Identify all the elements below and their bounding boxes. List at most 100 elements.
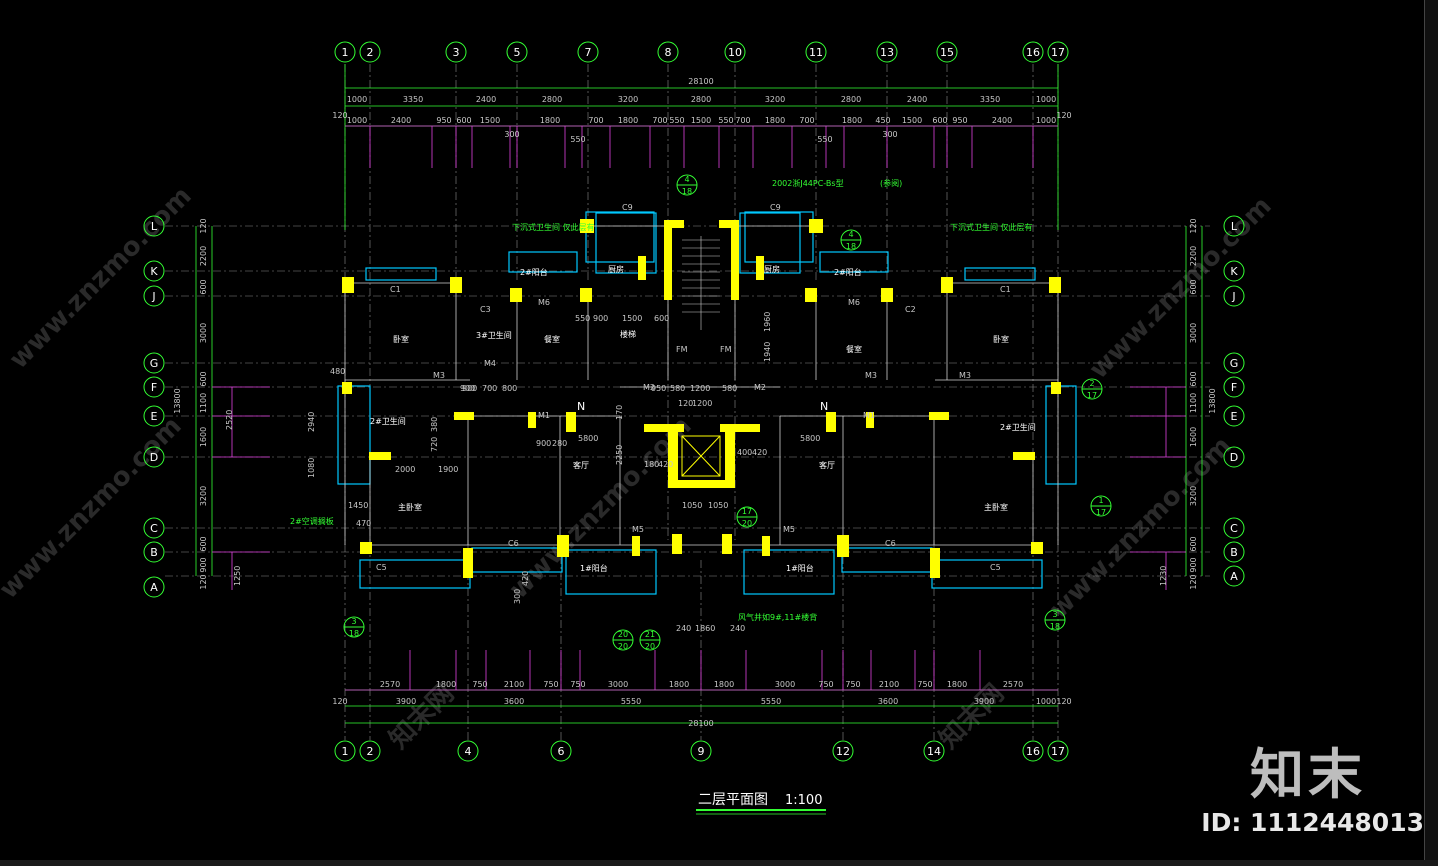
- dimension-text: 120: [1056, 111, 1071, 120]
- svg-text:16: 16: [1026, 745, 1040, 758]
- room-label: 卧室: [993, 334, 1009, 344]
- svg-text:9: 9: [698, 745, 705, 758]
- top-misc-dimensions: 120 120 550 550: [332, 111, 1071, 144]
- room-label: 2#阳台: [834, 267, 862, 277]
- room-label: 1#阳台: [786, 563, 814, 573]
- svg-text:C: C: [150, 522, 158, 535]
- dimension-text: 1000: [347, 116, 367, 125]
- dimension-text: 2570: [380, 680, 400, 689]
- dimension-text: 2400: [391, 116, 411, 125]
- scrollbar-edge[interactable]: [1424, 0, 1438, 866]
- dimension-text: 300: [882, 130, 897, 139]
- detail-bubble: 318: [1044, 609, 1066, 631]
- overall-dimension-bottom: 28100: [688, 719, 713, 728]
- axis-bubble: A: [1223, 565, 1245, 587]
- dimension-text: 550: [817, 135, 832, 144]
- axis-bubble: 16: [1022, 740, 1044, 762]
- bottom-dimension-row-1: 2570 1800 750 2100 750 750 3000 1800 180…: [380, 680, 1023, 689]
- axis-bubble: 1: [334, 41, 356, 63]
- dimension-text: 700: [799, 116, 814, 125]
- door-code: FM: [676, 345, 688, 354]
- axis-bubble: 4: [457, 740, 479, 762]
- door-code: FM: [720, 345, 732, 354]
- axis-bubble: 1: [334, 740, 356, 762]
- axis-bubble: 16: [1022, 41, 1044, 63]
- room-label: 楼梯: [620, 329, 636, 339]
- watermark: www.znzmo.com: [0, 411, 188, 605]
- axis-bubble: 2: [359, 740, 381, 762]
- dimension-text: 240: [676, 624, 691, 633]
- svg-text:K: K: [150, 265, 158, 278]
- status-bar: [0, 860, 1438, 866]
- dimension-text: 5550: [761, 697, 781, 706]
- dimension-text: 950: [436, 116, 451, 125]
- axis-bubble: C: [143, 517, 165, 539]
- room-label: 厨房: [764, 264, 780, 274]
- detail-bubble: 117: [1090, 495, 1112, 517]
- dimension-text: 120: [1056, 697, 1071, 706]
- top-axis-bubbles: 1 2 3 5 7 8 10 11 13 15 16 17: [334, 41, 1069, 63]
- dimension-text: 1200: [690, 384, 710, 393]
- axis-bubble: 15: [936, 41, 958, 63]
- dimension-text: 400: [737, 448, 752, 457]
- svg-text:D: D: [1230, 451, 1238, 464]
- right-total-dimension: 13800: [1208, 388, 1217, 413]
- axis-bubble: 14: [923, 740, 945, 762]
- svg-text:16: 16: [1026, 46, 1040, 59]
- dimension-text: 1250: [233, 566, 242, 586]
- dimension-text: 3000: [775, 680, 795, 689]
- right-axis-bubbles: L K J G F E D C B A: [1223, 215, 1245, 587]
- bottom-dimension-row-2: 120 3900 3600 5550 5550 3600 3900 1000 1…: [332, 697, 1071, 706]
- svg-text:13: 13: [880, 46, 894, 59]
- dimension-text: 750: [472, 680, 487, 689]
- dimension-text: 700: [588, 116, 603, 125]
- dimension-text: 3000: [1189, 323, 1198, 343]
- annotations: 下沉式卫生间 仅此层有 下沉式卫生间 仅此层有 2002浙J44PC-Bs型 (…: [290, 178, 1033, 622]
- dimension-text: 170: [615, 405, 624, 420]
- svg-text:2: 2: [367, 745, 374, 758]
- axis-bubble: L: [1223, 215, 1245, 237]
- axis-bubble: J: [1223, 285, 1245, 307]
- svg-text:3: 3: [351, 617, 356, 626]
- room-label: 3#卫生间: [476, 330, 512, 340]
- dimension-text: 1800: [618, 116, 638, 125]
- dimension-text: 1000: [1036, 116, 1056, 125]
- dimension-text: 900: [199, 557, 208, 572]
- drawing-title: 二层平面图: [698, 792, 768, 808]
- svg-text:F: F: [151, 381, 157, 394]
- dimension-text: 1230: [1159, 566, 1168, 586]
- door-code: M2: [754, 383, 766, 392]
- dimension-text: 550: [570, 135, 585, 144]
- dimension-text: 600: [932, 116, 947, 125]
- svg-text:E: E: [151, 410, 158, 423]
- dimension-text: 1940: [763, 342, 772, 362]
- axis-bubble: 12: [832, 740, 854, 762]
- dimension-text: 3350: [980, 95, 1000, 104]
- axis-bubble: J: [143, 285, 165, 307]
- dimension-text: 280: [552, 439, 567, 448]
- brand-logo: 知末: [1250, 743, 1366, 806]
- dimension-text: 2800: [841, 95, 861, 104]
- window-code: C2: [905, 305, 916, 314]
- axis-bubble: K: [1223, 260, 1245, 282]
- svg-text:15: 15: [940, 46, 954, 59]
- dimension-text: 2400: [992, 116, 1012, 125]
- detail-bubble: 418: [840, 229, 862, 251]
- dimension-text: 1800: [842, 116, 862, 125]
- room-label: 1#阳台: [580, 563, 608, 573]
- svg-text:K: K: [1230, 265, 1238, 278]
- dimension-text: 300: [504, 130, 519, 139]
- axis-bubble: D: [143, 446, 165, 468]
- dimension-text: 1800: [947, 680, 967, 689]
- svg-text:4: 4: [465, 745, 472, 758]
- dimension-text: 1500: [622, 314, 642, 323]
- axis-bubble: B: [1223, 541, 1245, 563]
- dimension-text: 750: [543, 680, 558, 689]
- dimension-text: 2250: [615, 445, 624, 465]
- dimension-text: 2400: [476, 95, 496, 104]
- dimension-text: 600: [199, 279, 208, 294]
- dimension-text: 1860: [695, 624, 715, 633]
- dimension-text: 2400: [907, 95, 927, 104]
- axis-bubble: 10: [724, 41, 746, 63]
- dimension-text: 3200: [1189, 486, 1198, 506]
